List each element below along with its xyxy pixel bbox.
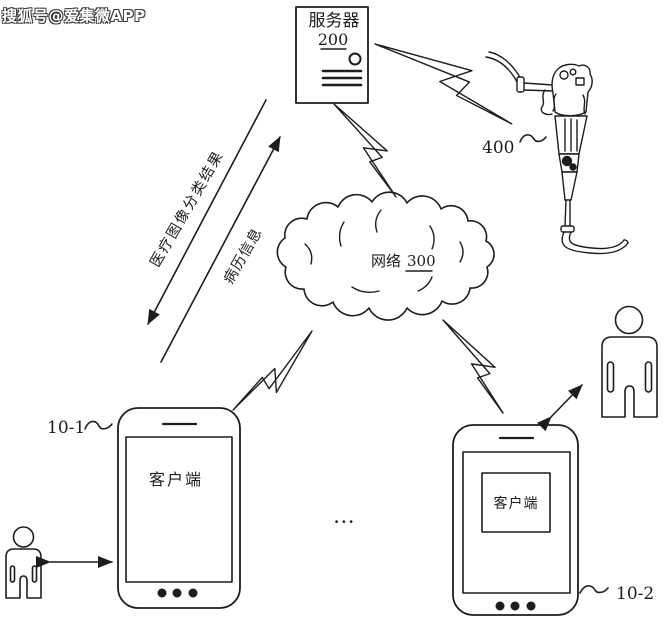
- lightning-bolt-server-endoscope: [375, 22, 512, 147]
- lightning-bolt-server-cloud: [315, 104, 416, 197]
- endoscope-grip-wave-1: [540, 89, 553, 116]
- clients-ellipsis: ...: [334, 509, 356, 527]
- person-left-head-icon: [12, 526, 35, 548]
- person-left-arm-slot: [31, 565, 38, 583]
- endoscope-insertion-tube-outer: [561, 231, 629, 255]
- cloud-outline: [276, 191, 495, 321]
- tablet-right-buttons-icon: [495, 601, 536, 611]
- endoscope-arm-top: [523, 82, 554, 86]
- label-classification-result: 医疗图像分类结果: [147, 147, 228, 270]
- link-server-client: [147, 99, 281, 363]
- person-right-tablet-arrow: [536, 384, 583, 432]
- tablet-left-screen: [125, 436, 233, 583]
- endoscope-insertion-tube-inner: [568, 231, 625, 250]
- endoscope-dial-small-icon: [569, 163, 577, 171]
- watermark: 搜狐号@爱集微APP: [2, 7, 146, 25]
- person-left-arm-slot: [9, 565, 16, 583]
- arrow-classification-result: [147, 99, 267, 325]
- endoscope-device: [485, 51, 629, 255]
- network-ref-label: 300: [407, 252, 436, 270]
- person-right-arm-slot: [644, 361, 653, 393]
- person-right-head-icon: [614, 305, 644, 335]
- tablet-right-screen-label: 客户端: [494, 495, 539, 512]
- server-indicator-circle-icon: [348, 52, 362, 66]
- cloud-texture-arcs: [304, 209, 464, 294]
- endoscope-knob-small-icon: [569, 68, 577, 76]
- tablet-right-lead-squiggle: [579, 585, 609, 594]
- tablet-left-lead-squiggle: [84, 420, 113, 430]
- tablet-left-screen-label: 客户端: [149, 470, 203, 489]
- arrow-medical-record: [160, 136, 281, 363]
- tablet-left-buttons-icon: [157, 588, 198, 598]
- person-left: [5, 526, 42, 599]
- tablet-right: [452, 424, 579, 616]
- endoscope-cable-inner: [485, 56, 518, 83]
- server: [295, 6, 369, 104]
- network-cloud: [276, 191, 495, 321]
- tablet-left: [117, 407, 241, 609]
- endoscope-cable: [488, 51, 522, 80]
- endoscope-ref-label: 400: [482, 138, 514, 158]
- person-right-arm-slot: [606, 361, 615, 393]
- person-left-body-icon: [5, 548, 42, 599]
- endoscope-head: [551, 63, 593, 117]
- endoscope-dial-icon: [561, 155, 573, 167]
- endoscope-lead-squiggle: [519, 134, 547, 143]
- endoscope-grip-wave-3: [582, 94, 586, 115]
- endoscope-valve-icon: [575, 77, 585, 86]
- network-title: 网络: [371, 252, 401, 270]
- endoscope-eyepiece-icon: [559, 70, 569, 80]
- server-box: [295, 6, 369, 104]
- server-title: 服务器: [309, 11, 360, 31]
- tablet-right-ref-label: 10-2: [616, 584, 654, 604]
- person-right: [601, 305, 658, 418]
- endoscope-cable-port: [516, 76, 525, 93]
- endoscope-arm-bottom: [523, 89, 554, 92]
- label-medical-record: 病历信息: [220, 225, 266, 287]
- tablet-left-ref-label: 10-1: [47, 418, 85, 438]
- endoscope-grip-wave-2: [552, 93, 557, 112]
- lightning-bolt-cloud-client-right: [423, 320, 523, 413]
- person-right-body-icon: [601, 336, 658, 418]
- wireless-links: [233, 22, 523, 415]
- server-vents-icon: [321, 69, 363, 87]
- server-ref-label: 200: [318, 30, 349, 49]
- endoscope-taper: [561, 171, 578, 201]
- endoscope-ferrule: [560, 225, 575, 233]
- lightning-bolt-cloud-client-left: [233, 326, 312, 415]
- tablet-right-app-window: [481, 472, 551, 533]
- endoscope-tube-tip: [623, 239, 629, 244]
